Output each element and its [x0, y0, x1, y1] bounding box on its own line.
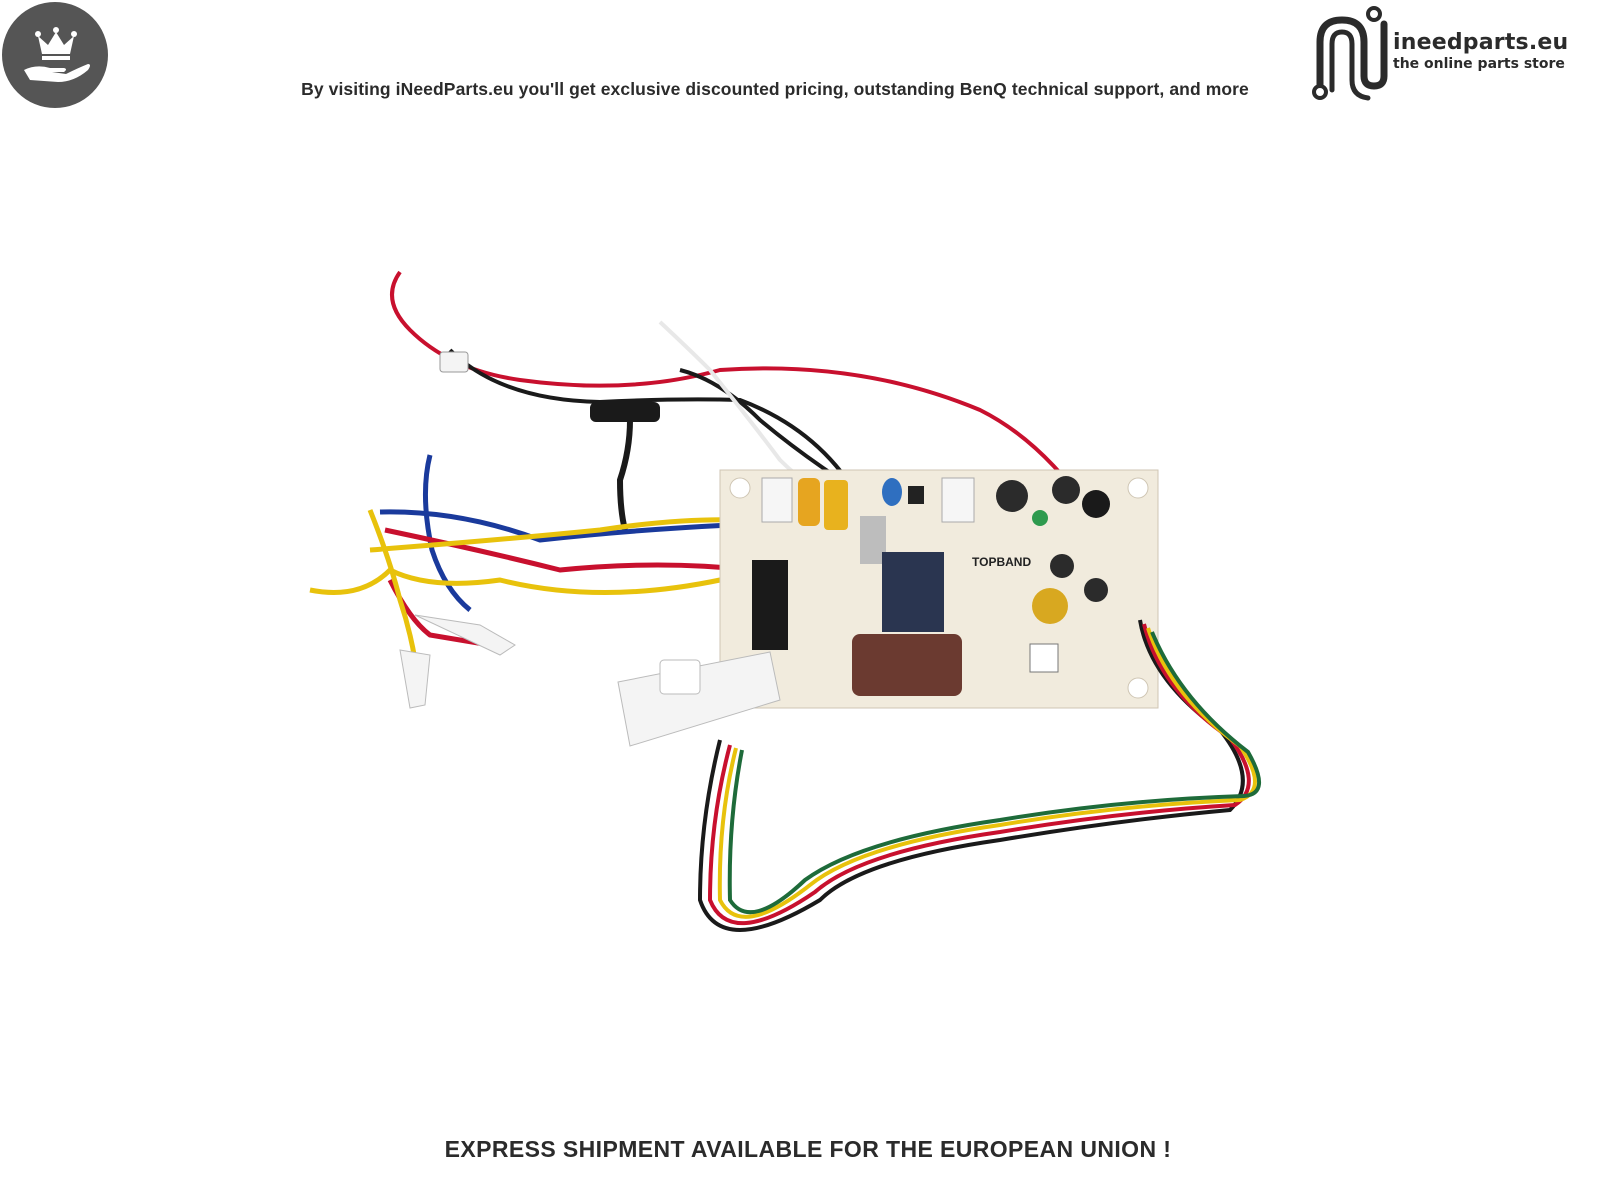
product-photo: TOPBAND [309, 270, 1262, 932]
heatshrink-sleeve [590, 402, 660, 422]
crown-hand-icon [24, 27, 90, 82]
header-tagline: By visiting iNeedParts.eu you'll get exc… [301, 79, 1249, 99]
pcb-brand-label: TOPBAND [972, 555, 1031, 569]
shipping-note: EXPRESS SHIPMENT AVAILABLE FOR THE EUROP… [444, 1136, 1172, 1162]
ineedparts-logo[interactable]: ineedparts.eu the online parts store [1308, 2, 1568, 102]
electrolytic-capacitor [852, 634, 962, 696]
white-plug [617, 651, 781, 747]
logo-name: ineedparts.eu [1393, 30, 1569, 55]
crown-hand-badge [2, 2, 108, 108]
top-connector [439, 351, 469, 373]
relay [882, 552, 944, 632]
terminal-connector [414, 614, 516, 656]
circuit-n-logo-icon [1312, 6, 1388, 101]
logo-subtitle: the online parts store [1393, 56, 1565, 72]
